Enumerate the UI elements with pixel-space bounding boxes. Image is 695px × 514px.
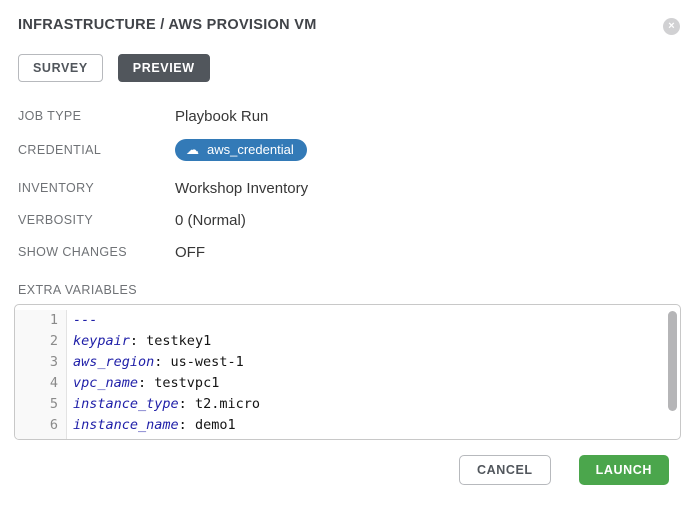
detail-value: OFF: [175, 243, 205, 261]
modal-header: INFRASTRUCTURE / AWS PROVISION VM ×: [15, 17, 680, 35]
line-number: 6: [15, 415, 67, 436]
detail-row: INVENTORY Workshop Inventory: [18, 178, 680, 198]
code-text: [67, 436, 73, 439]
code-text: instance_type: t2.micro: [73, 396, 260, 412]
code-text: ---: [73, 312, 98, 328]
line-number: 3: [15, 352, 67, 373]
credential-name: aws_credential: [207, 142, 294, 157]
detail-row: JOB TYPE Playbook Run: [18, 106, 680, 126]
launch-button[interactable]: LAUNCH: [578, 455, 669, 485]
detail-value: Playbook Run: [175, 107, 269, 125]
detail-label: SHOW CHANGES: [18, 245, 127, 259]
detail-label: JOB TYPE: [18, 109, 82, 123]
code-line: 7: [15, 436, 680, 439]
cloud-icon: ☁: [186, 142, 199, 157]
line-number: 2: [15, 331, 67, 352]
detail-row: SHOW CHANGES OFF: [18, 242, 680, 262]
detail-row: VERBOSITY 0 (Normal): [18, 210, 680, 230]
code-line: 6 instance_name: demo1: [15, 415, 680, 436]
credential-badge[interactable]: ☁ aws_credential: [175, 139, 307, 161]
close-button[interactable]: ×: [663, 18, 680, 35]
detail-value: ☁ aws_credential: [175, 139, 307, 161]
code-text: instance_name: demo1: [73, 417, 236, 433]
line-number: 5: [15, 394, 67, 415]
modal-footer: CANCEL LAUNCH: [458, 455, 669, 485]
detail-label: VERBOSITY: [18, 213, 94, 227]
code-line: 5 instance_type: t2.micro: [15, 394, 680, 415]
code-text: aws_region: us-west-1: [73, 354, 244, 370]
code-line: 1 ---: [15, 310, 680, 331]
detail-row: CREDENTIAL ☁ aws_credential: [18, 138, 680, 162]
page-title: INFRASTRUCTURE / AWS PROVISION VM: [18, 17, 317, 33]
code-text: keypair: testkey1: [73, 333, 212, 349]
code-lines: 1 --- 2 keypair: testkey1 3 aws_region: us-we…: [15, 305, 680, 439]
extra-variables-editor[interactable]: 1 --- 2 keypair: testkey1 3 aws_region: us-we…: [14, 304, 681, 440]
detail-value: Workshop Inventory: [175, 179, 309, 197]
close-icon: ×: [663, 18, 680, 35]
line-number: 7: [15, 436, 67, 439]
cancel-button[interactable]: CANCEL: [458, 455, 551, 485]
code-text: vpc_name: testvpc1: [73, 375, 220, 391]
extra-variables-label: EXTRA VARIABLES: [18, 283, 138, 297]
code-line: 4 vpc_name: testvpc1: [15, 373, 680, 394]
line-number: 1: [15, 310, 67, 331]
tab-survey[interactable]: SURVEY: [18, 54, 103, 82]
detail-label: CREDENTIAL: [18, 143, 102, 157]
tab-bar: SURVEY PREVIEW: [18, 54, 680, 82]
detail-label: INVENTORY: [18, 181, 95, 195]
editor-scrollbar[interactable]: [668, 311, 677, 411]
line-number: 4: [15, 373, 67, 394]
code-line: 2 keypair: testkey1: [15, 331, 680, 352]
code-line: 3 aws_region: us-west-1: [15, 352, 680, 373]
tab-preview[interactable]: PREVIEW: [117, 54, 210, 82]
detail-value: 0 (Normal): [175, 211, 246, 229]
